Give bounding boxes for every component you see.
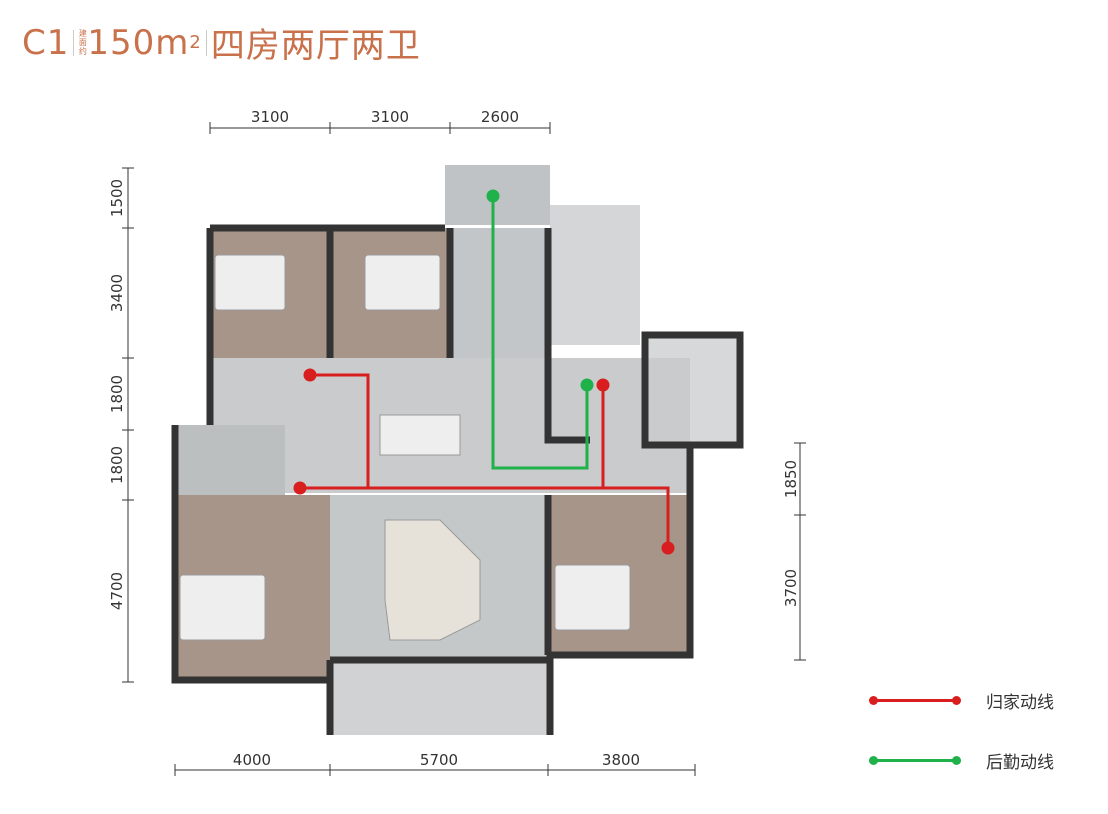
- area-sup: 2: [189, 32, 202, 53]
- dim-left-2: 3400: [108, 274, 126, 312]
- dim-left-5: 4700: [108, 572, 126, 610]
- dim-bottom-1: 4000: [233, 751, 271, 769]
- legend-label: 后勤动线: [986, 753, 1054, 773]
- route-home: [293, 368, 675, 555]
- dim-right-1: 1850: [782, 460, 800, 498]
- legend-service-route: 后勤动线: [869, 748, 1054, 773]
- dimension-lines: [122, 122, 806, 776]
- dim-top-2: 3100: [371, 108, 409, 126]
- dim-left-3: 1800: [108, 375, 126, 413]
- green-line-icon: [869, 756, 961, 765]
- furniture: [179, 254, 631, 641]
- legend-home-route: 归家动线: [869, 688, 1054, 713]
- route-service: [486, 189, 594, 470]
- unit-area: 150m: [87, 22, 190, 63]
- dim-top-3: 2600: [481, 108, 519, 126]
- unit-code: C1: [22, 22, 70, 63]
- walls: [171, 224, 744, 735]
- dim-bottom-3: 3800: [602, 751, 640, 769]
- area-note: 建面约: [78, 29, 88, 56]
- dim-right-2: 3700: [782, 569, 800, 607]
- dim-left-1: 1500: [108, 179, 126, 217]
- legend-label: 归家动线: [986, 693, 1054, 713]
- dim-bottom-2: 5700: [420, 751, 458, 769]
- red-line-icon: [869, 696, 961, 705]
- unit-layout: 四房两厅两卫: [210, 26, 421, 66]
- dim-top-1: 3100: [251, 108, 289, 126]
- dim-left-4: 1800: [108, 446, 126, 484]
